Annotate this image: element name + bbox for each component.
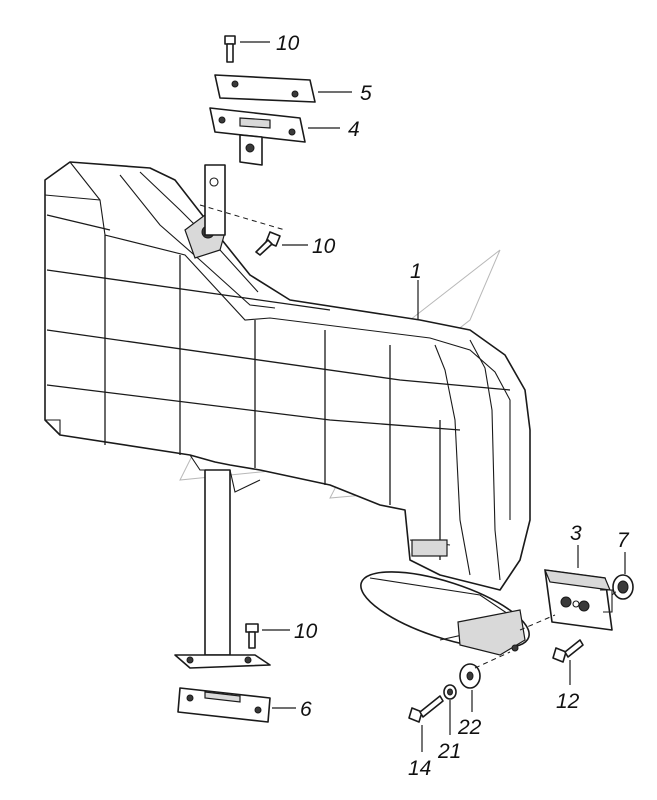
plate-part-3 [544,569,613,631]
duct-housing-part-1 [44,161,531,591]
nut-part-7 [612,574,634,600]
callout-3: 3 [570,522,582,545]
callout-10-middle: 10 [312,235,336,258]
callout-14: 14 [408,757,431,780]
washer-21 [443,684,457,700]
callout-1: 1 [410,260,422,283]
assembly-lines [199,204,619,669]
callout-labels: 10 5 4 10 1 3 7 10 12 6 22 21 14 [276,32,630,780]
callout-4: 4 [348,118,360,141]
callout-6: 6 [300,698,312,721]
clamp-part-4 [209,107,306,166]
callout-5: 5 [360,82,372,105]
callout-21: 21 [437,740,461,763]
lower-stand [174,469,271,669]
upper-bracket [204,164,226,236]
bolt-10-middle [255,231,281,256]
clamp-part-6 [177,687,271,723]
callout-10-lower: 10 [294,620,318,643]
plate-part-5 [214,74,316,103]
washer-22 [459,663,481,689]
bolt-12 [552,639,584,663]
bolt-14 [408,695,444,723]
callout-7: 7 [617,529,630,552]
bolt-10-top [224,35,236,63]
leader-lines [240,41,626,752]
bolt-10-lower [245,623,259,649]
callout-12: 12 [556,690,580,713]
outlet-nozzle [360,571,530,656]
callout-10-top: 10 [276,32,300,55]
callout-22: 22 [457,716,482,739]
